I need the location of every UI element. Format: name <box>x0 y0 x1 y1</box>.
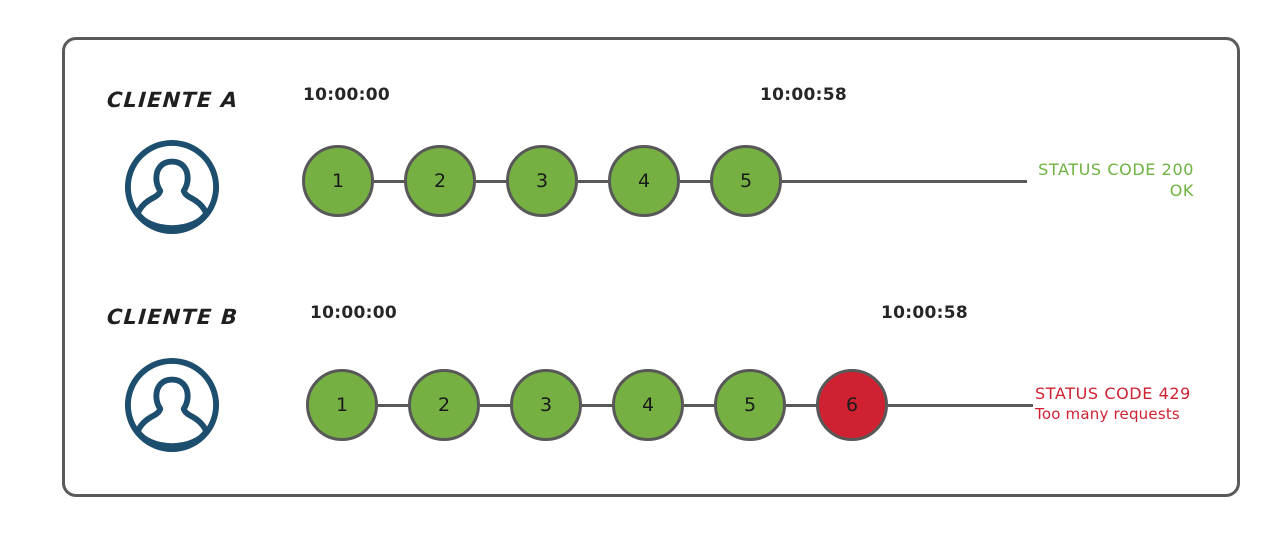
connector-1-2 <box>374 180 414 183</box>
client-a-end-time: 10:00:58 <box>760 85 847 105</box>
client-b-end-time: 10:00:58 <box>881 303 968 323</box>
request-node[interactable]: 5 <box>710 145 782 217</box>
request-node-label: 2 <box>437 394 451 416</box>
diagram-frame: CLIENTE A 10:00:00 10:00:58 1 2 3 <box>62 37 1240 497</box>
connector-4-5 <box>684 404 724 407</box>
request-node[interactable]: 1 <box>302 145 374 217</box>
request-node-label: 2 <box>433 170 447 192</box>
status-code-text: STATUS CODE 200 <box>1038 160 1194 179</box>
user-avatar-icon <box>123 138 221 236</box>
request-node-label: 3 <box>539 394 553 416</box>
status-message-text: OK <box>1169 181 1194 200</box>
request-node[interactable]: 2 <box>404 145 476 217</box>
status-code-text: STATUS CODE 429 <box>1035 384 1191 403</box>
connector-5-6 <box>786 404 826 407</box>
request-node-label: 1 <box>335 394 349 416</box>
connector-2-3 <box>476 180 516 183</box>
request-node[interactable]: 2 <box>408 369 480 441</box>
client-b-start-time: 10:00:00 <box>310 303 397 323</box>
client-row-b: CLIENTE B 10:00:00 10:00:58 1 2 3 <box>65 40 1237 494</box>
connector-3-4 <box>582 404 622 407</box>
status-badge-client-b: STATUS CODE 429 Too many requests <box>1035 383 1245 425</box>
client-a-result-line <box>782 180 1027 183</box>
request-node[interactable]: 3 <box>510 369 582 441</box>
user-avatar-icon <box>123 356 221 454</box>
connector-1-2 <box>378 404 418 407</box>
connector-2-3 <box>480 404 520 407</box>
client-b-label: CLIENTE B <box>106 305 240 329</box>
request-node[interactable]: 4 <box>612 369 684 441</box>
request-node-label: 5 <box>743 394 757 416</box>
status-badge-client-a: STATUS CODE 200 OK <box>961 159 1194 201</box>
request-node-label: 4 <box>641 394 655 416</box>
request-node-label: 3 <box>535 170 549 192</box>
request-node-rate-limited[interactable]: 6 <box>816 369 888 441</box>
request-node-label: 1 <box>331 170 345 192</box>
request-node[interactable]: 1 <box>306 369 378 441</box>
client-a-start-time: 10:00:00 <box>303 85 390 105</box>
client-row-a: CLIENTE A 10:00:00 10:00:58 1 2 3 <box>65 40 1237 494</box>
connector-3-4 <box>578 180 618 183</box>
request-node-label: 6 <box>845 394 859 416</box>
request-node[interactable]: 3 <box>506 145 578 217</box>
request-node[interactable]: 4 <box>608 145 680 217</box>
request-node-label: 4 <box>637 170 651 192</box>
status-message-text: Too many requests <box>1035 405 1180 423</box>
request-node-label: 5 <box>739 170 753 192</box>
request-node[interactable]: 5 <box>714 369 786 441</box>
client-b-result-line <box>888 404 1033 407</box>
connector-4-5 <box>680 180 720 183</box>
